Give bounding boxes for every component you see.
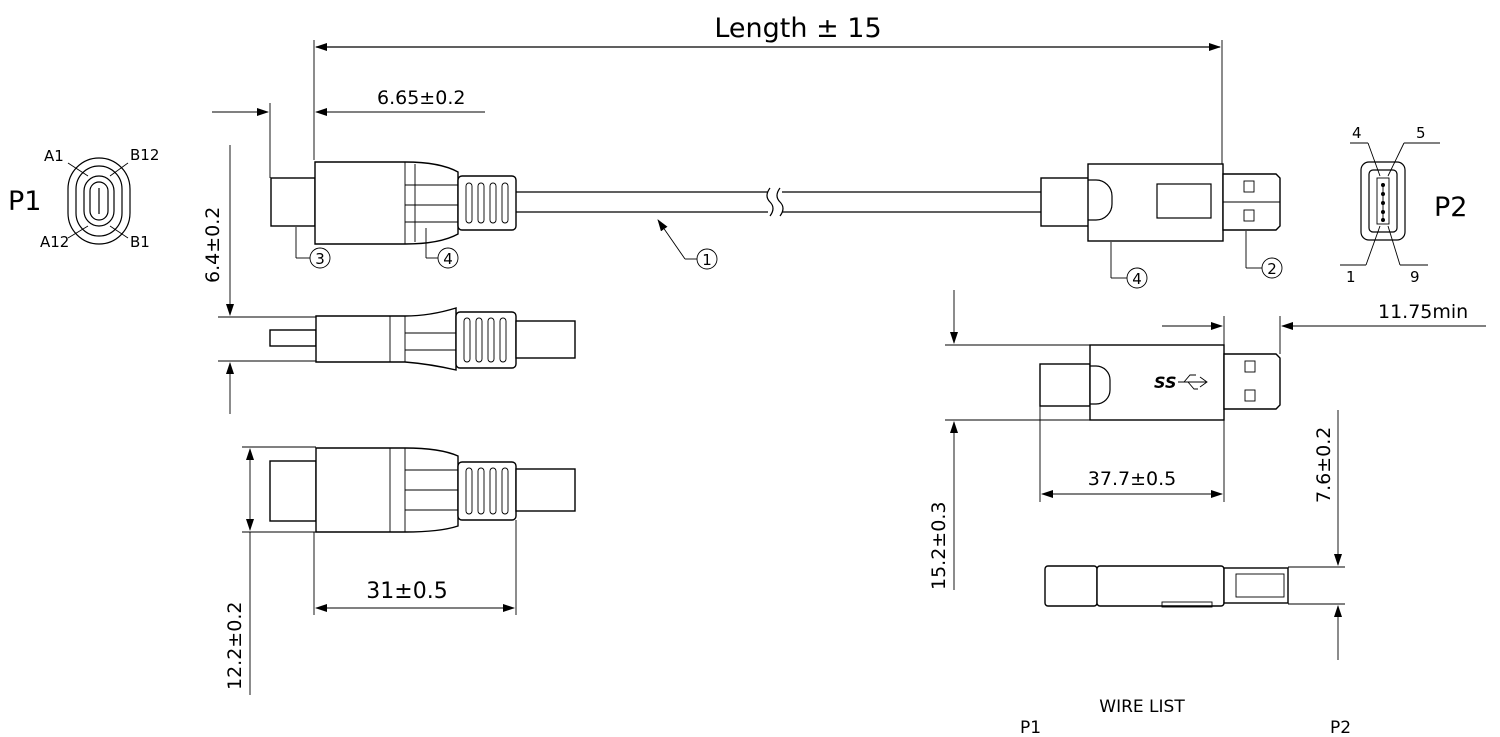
p2-pin-1: 1: [1346, 268, 1356, 286]
pin-a1-label: A1: [44, 147, 64, 165]
wire-list-title: WIRE LIST: [1099, 697, 1185, 717]
callouts: 1 3 4 4 2: [295, 219, 1283, 289]
callout-2: 2: [1267, 260, 1277, 278]
length-dimension: Length ± 15: [313, 13, 1223, 165]
p2-bottom-view: 7.6±0.2: [1044, 410, 1345, 660]
callout-4a: 4: [443, 250, 453, 268]
p2-length-label: 37.7±0.5: [1088, 468, 1176, 490]
cable-top-view: [270, 161, 1281, 245]
wire-list-col-p1: P1: [1020, 718, 1041, 737]
callout-4b: 4: [1132, 270, 1142, 288]
length-label: Length ± 15: [714, 13, 881, 44]
p2-width-label: 15.2±0.3: [928, 502, 950, 590]
pin-b12-label: B12: [130, 146, 159, 164]
plug-offset-label: 6.65±0.2: [377, 87, 465, 109]
p2-side-view: SS 11.75min 15.2±0.3 37.7±0.5: [928, 290, 1486, 590]
pin-a12-label: A12: [40, 233, 69, 251]
p1-face-view: P1 A1 B12 A12 B1: [8, 146, 159, 251]
p2-label: P2: [1434, 192, 1467, 223]
superspeed-logo: SS: [1154, 373, 1176, 392]
p2-pin-9: 9: [1410, 268, 1420, 286]
p1-length-label: 31±0.5: [366, 579, 447, 604]
p2-face-view: 4 5 1 9 P2: [1340, 124, 1467, 286]
p2-plug-min-label: 11.75min: [1378, 301, 1468, 323]
p1-width-label: 12.2±0.2: [224, 602, 246, 690]
wire-list-col-p2: P2: [1330, 718, 1351, 737]
p2-pin-4: 4: [1352, 124, 1362, 142]
callout-3: 3: [315, 250, 325, 268]
p2-pin-5: 5: [1416, 124, 1426, 142]
p2-height-label: 7.6±0.2: [1313, 427, 1335, 503]
pin-b1-label: B1: [130, 233, 150, 251]
callout-1: 1: [702, 251, 712, 269]
p1-height-label: 6.4±0.2: [202, 207, 224, 283]
plug-offset-dimension: 6.65±0.2: [212, 87, 485, 178]
wire-list: WIRE LIST P1 P2: [1020, 697, 1351, 737]
p1-bottom-view: 12.2±0.2 31±0.5: [224, 446, 576, 695]
p1-side-view: 6.4±0.2: [202, 145, 576, 414]
p1-label: P1: [8, 186, 41, 217]
